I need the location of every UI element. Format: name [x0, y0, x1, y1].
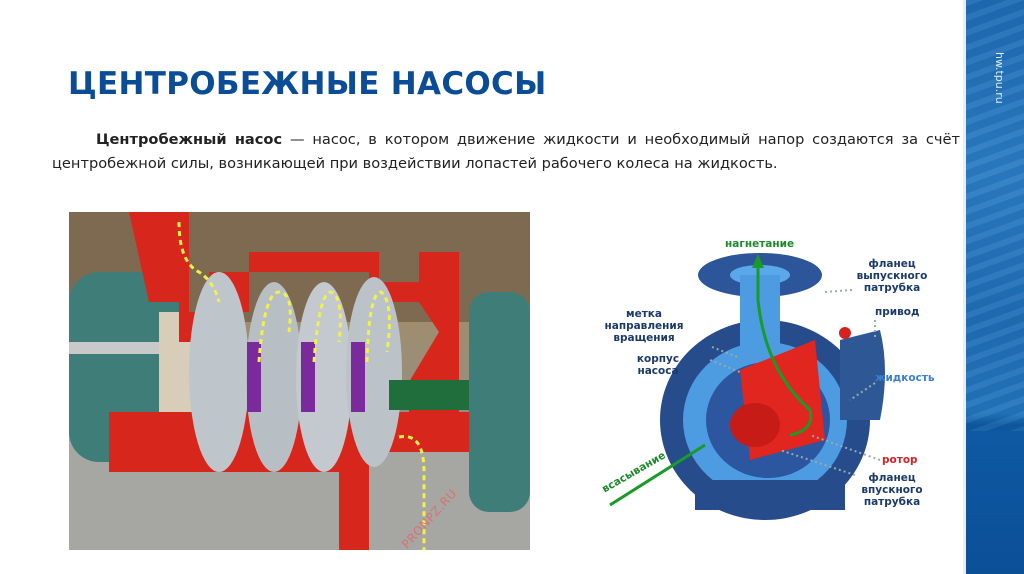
- pump-diagram-illustration: [609, 253, 885, 520]
- definition-term: Центробежный насос: [96, 131, 283, 148]
- definition-paragraph: Центробежный насос — насос, в котором дв…: [52, 128, 960, 176]
- pump-cutaway-illustration: [69, 212, 530, 550]
- label-outlet-flange: фланец выпускного патрубка: [856, 258, 928, 294]
- label-rotation-mark: метка направления вращения: [604, 308, 684, 344]
- label-liquid: жидкость: [875, 372, 935, 384]
- label-inlet-flange: фланец впускного патрубка: [861, 472, 923, 508]
- side-banner: hw.tpu.ru: [963, 0, 1024, 574]
- pump-diagram: нагнетание фланец выпускного патрубка пр…: [590, 220, 960, 540]
- multistage-pump-image: PRONPZ.RU: [69, 212, 530, 550]
- side-banner-text: hw.tpu.ru: [993, 52, 1006, 104]
- page-title: ЦЕНТРОБЕЖНЫЕ НАСОСЫ: [68, 66, 547, 102]
- label-discharge: нагнетание: [725, 238, 795, 250]
- label-casing: корпус насоса: [636, 353, 680, 377]
- label-drive: привод: [875, 306, 920, 318]
- definition-text: — насос, в котором движение жидкости и н…: [52, 131, 960, 172]
- label-rotor: ротор: [882, 454, 918, 466]
